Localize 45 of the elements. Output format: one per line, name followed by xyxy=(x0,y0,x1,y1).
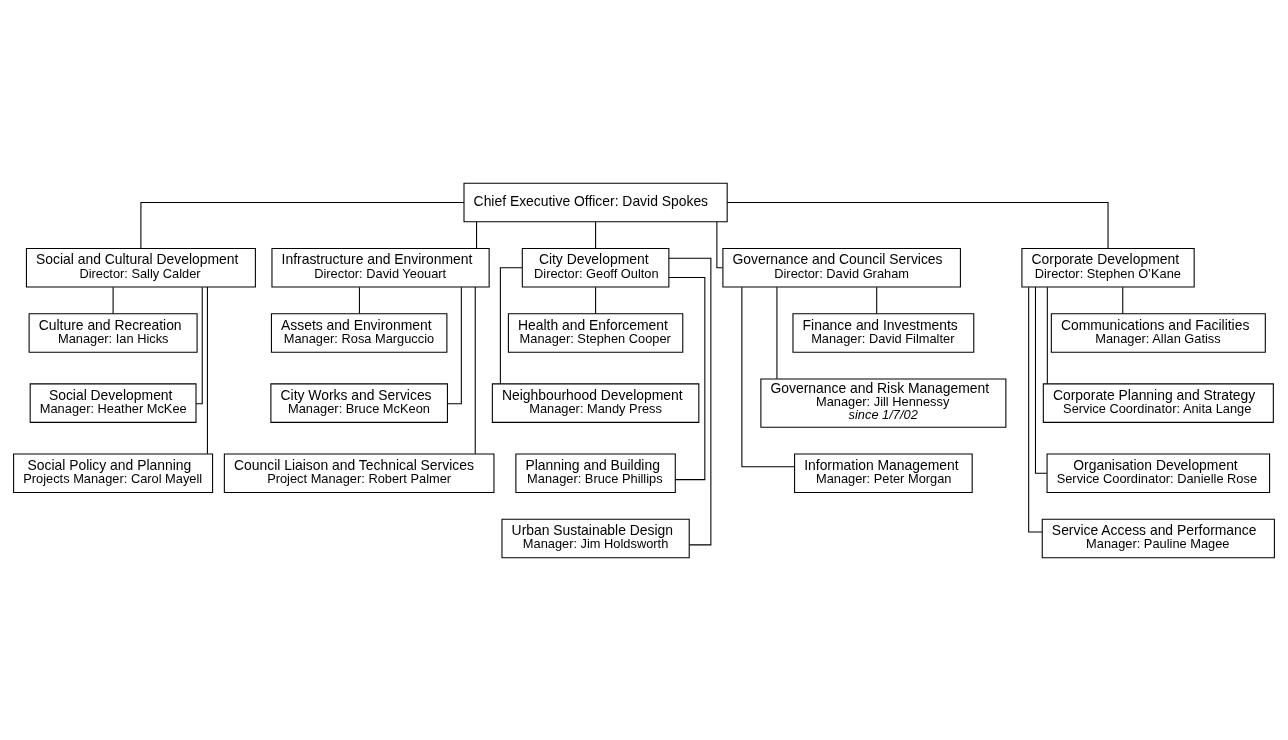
connector xyxy=(195,286,203,404)
connector xyxy=(716,221,724,268)
node-box: Social and Cultural Development Director: Sally Calder xyxy=(25,247,256,288)
connector xyxy=(726,201,1109,249)
node-box: Health and Enforcement Manager: Stephen Cooper xyxy=(507,312,684,353)
node-box: Finance and Investments Manager: David Filmalter xyxy=(792,312,975,353)
node-box: Council Liaison and Technical Services Project Manager: Robert Palmer xyxy=(223,452,495,493)
connector xyxy=(358,286,360,314)
connector xyxy=(112,286,114,314)
node-box: Governance and Risk Management Manager: Jill Hennessy since 1/7/02 xyxy=(760,378,1007,428)
node-box: Organisation Development Service Coordinator: Danielle Rose xyxy=(1046,452,1271,493)
connector xyxy=(595,221,597,249)
node-box: Communications and Facilities Manager: Allan Gatiss xyxy=(1050,312,1266,353)
node-box: Chief Executive Officer: David Spokes xyxy=(463,182,728,222)
connector xyxy=(447,286,462,404)
connector xyxy=(1046,286,1048,384)
connector xyxy=(1122,286,1124,314)
node-box: Social Development Manager: Heather McKee xyxy=(29,382,197,423)
node-box: City Works and Services Manager: Bruce McKeon xyxy=(270,382,448,423)
node-box: Assets and Environment Manager: Rosa Marguccio xyxy=(270,312,448,353)
node-box: Neighbourhood Development Manager: Mandy Press xyxy=(491,382,700,423)
connector xyxy=(876,286,878,314)
connector xyxy=(668,257,712,545)
connector xyxy=(668,276,706,480)
node-box: Governance and Council Services Director: David Graham xyxy=(722,247,961,288)
node-box: Service Access and Performance Manager: Pauline Magee xyxy=(1041,518,1275,558)
connector xyxy=(776,286,778,379)
node-box: Social Policy and Planning Projects Manager: Carol Mayell xyxy=(13,452,214,493)
connector xyxy=(140,201,465,249)
connector xyxy=(1028,286,1043,533)
connector xyxy=(1034,286,1048,474)
connector xyxy=(474,286,476,454)
node-box: Urban Sustainable Design Manager: Jim Holdsworth xyxy=(501,518,690,558)
node-box: Culture and Recreation Manager: Ian Hicks xyxy=(28,312,198,353)
connector xyxy=(476,221,478,249)
connector xyxy=(741,286,796,467)
connector xyxy=(595,286,597,314)
node-box: Corporate Development Director: Stephen O’Kane xyxy=(1021,247,1195,288)
connector xyxy=(206,286,208,454)
node-box: Infrastructure and Environment Director: David Yeouart xyxy=(271,247,490,288)
connector xyxy=(499,266,523,384)
node-box: Planning and Building Manager: Bruce Phillips xyxy=(515,452,676,493)
node-box: Information Management Manager: Peter Morgan xyxy=(794,452,973,493)
node-box: Corporate Planning and Strategy Service Coordinator: Anita Lange xyxy=(1042,382,1274,423)
node-box: City Development Director: Geoff Oulton xyxy=(521,247,670,288)
